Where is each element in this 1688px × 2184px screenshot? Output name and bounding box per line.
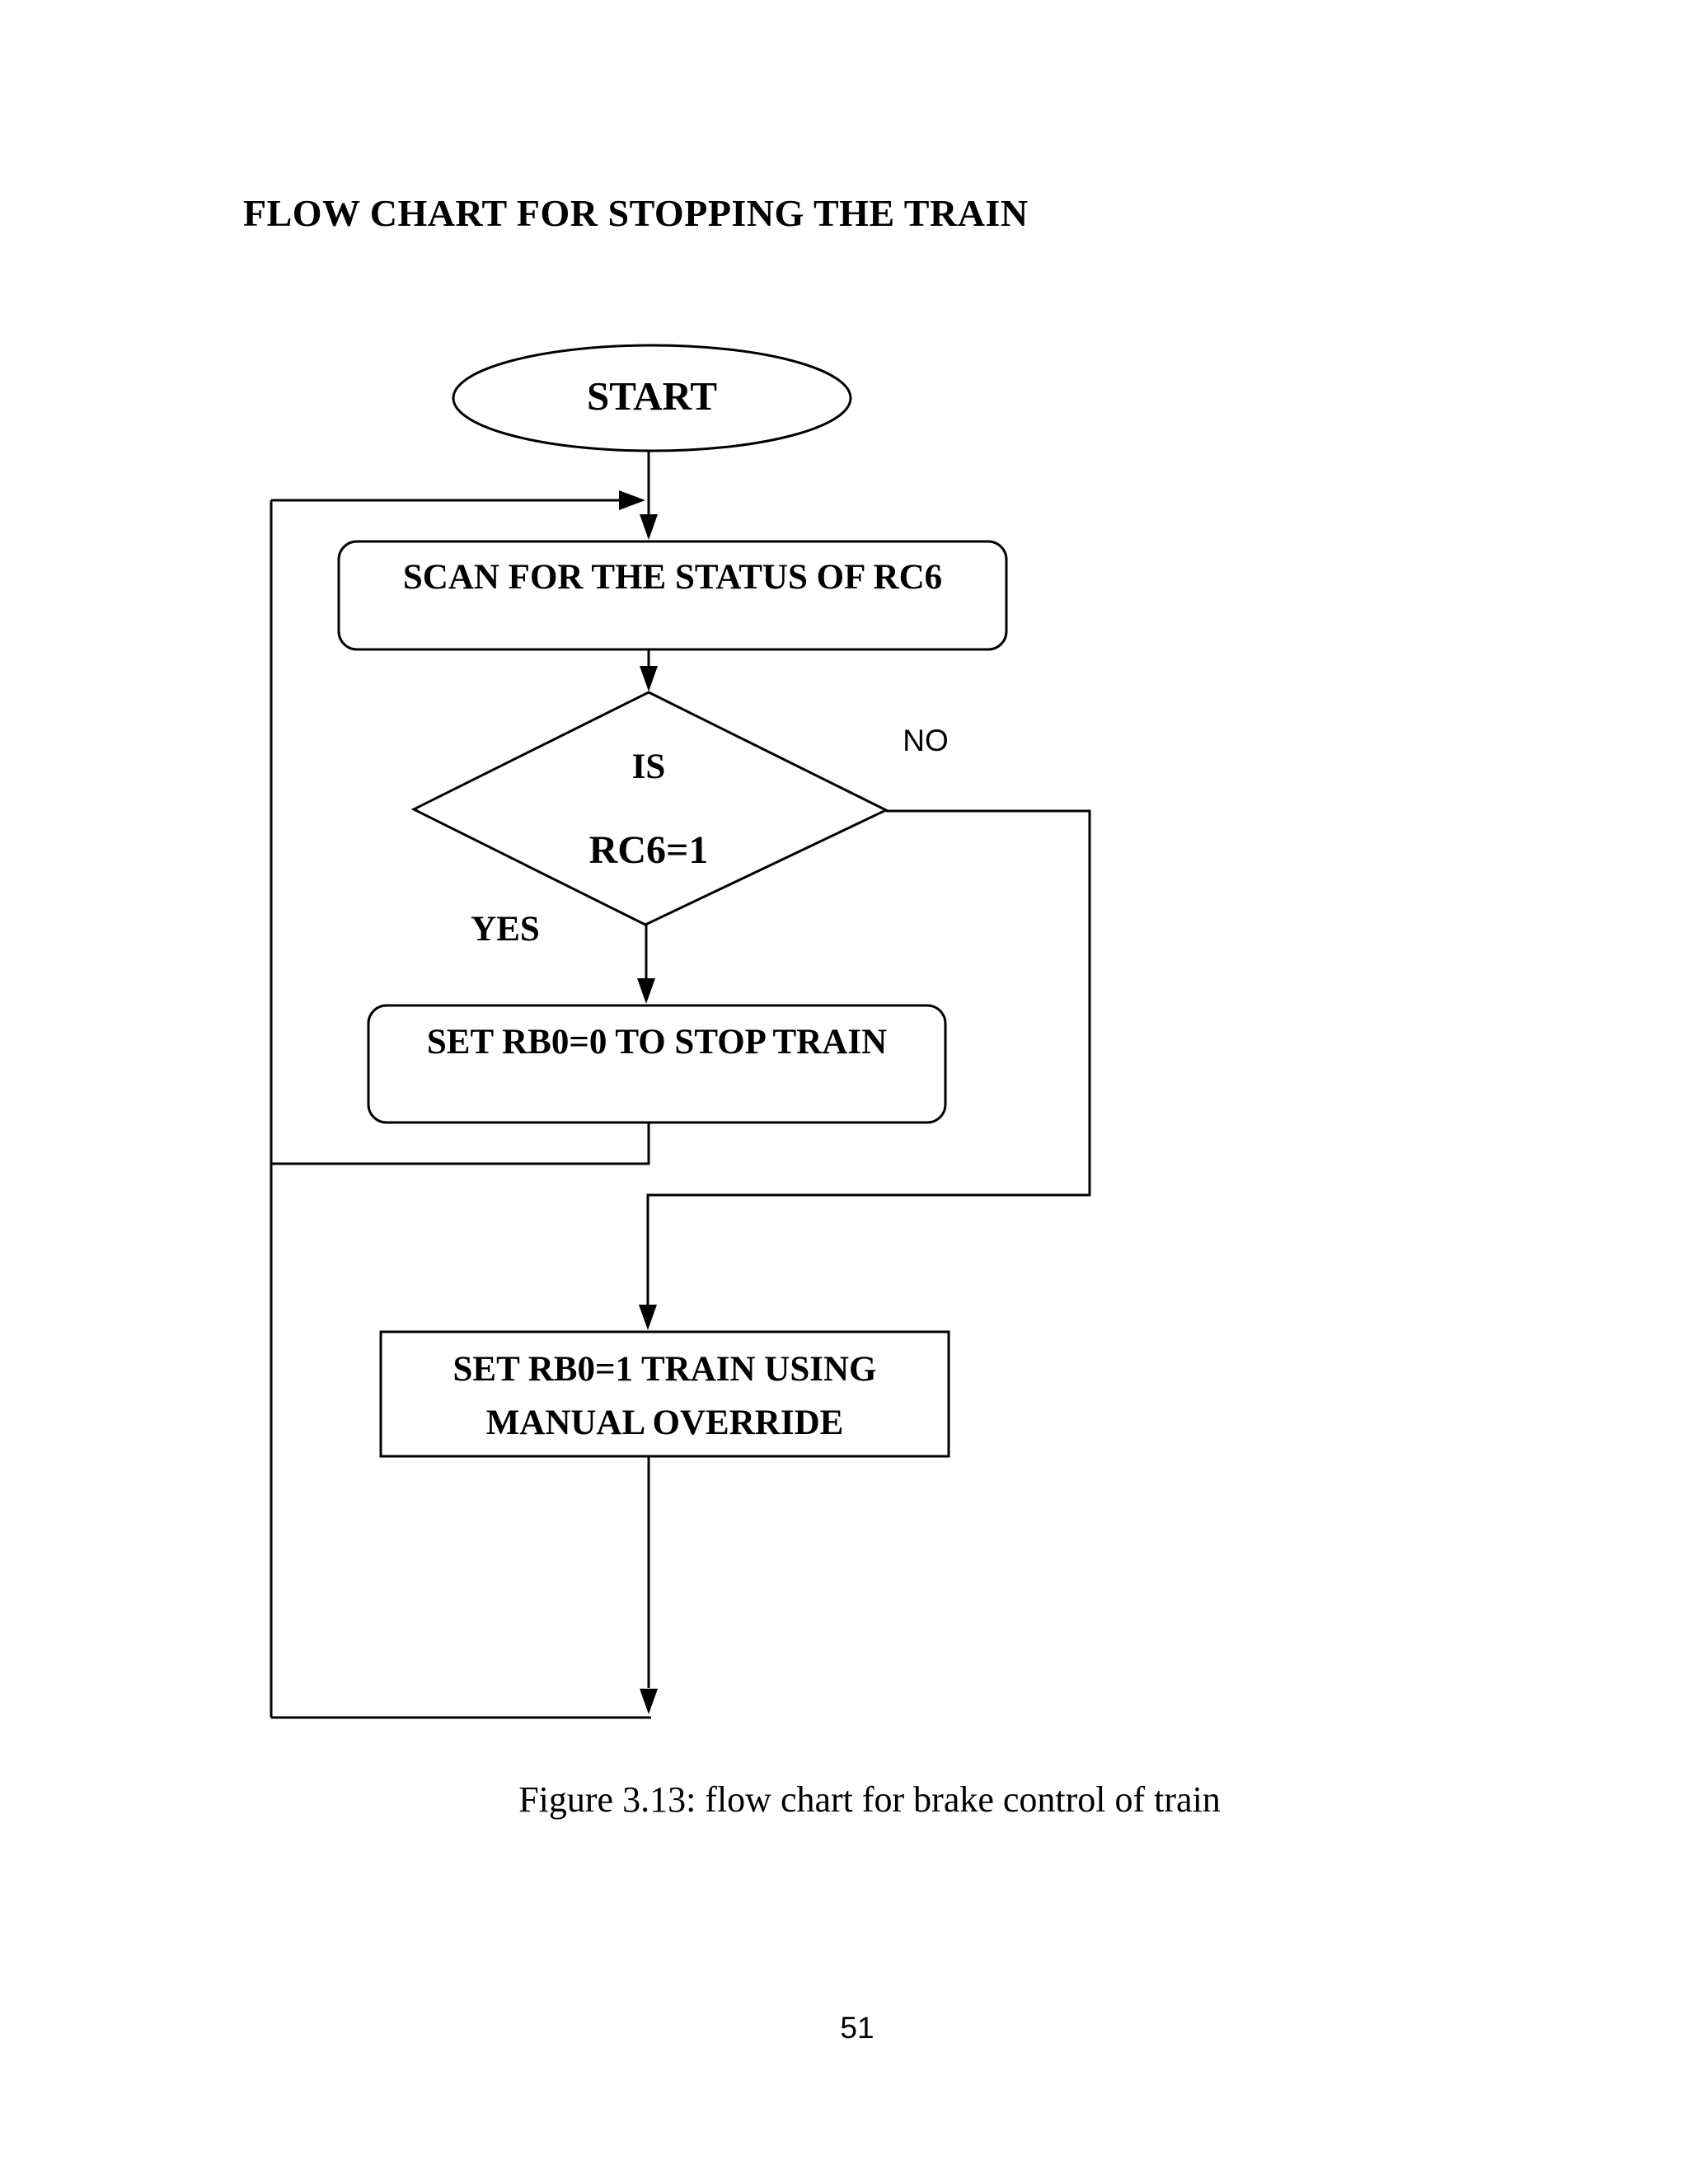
scan-arrowhead	[640, 514, 658, 540]
page-number: 51	[840, 2011, 874, 2045]
override-label-line2: MANUAL OVERRIDE	[485, 1403, 844, 1442]
decision-arrowhead	[640, 666, 658, 691]
loopback-arrowhead	[619, 490, 645, 510]
scan-node-label: SCAN FOR THE STATUS OF RC6	[402, 558, 943, 597]
page-title: FLOW CHART FOR STOPPING THE TRAIN	[243, 192, 1029, 234]
stop-loopback-line	[271, 1122, 649, 1164]
start-ellipse	[453, 345, 851, 451]
stop-box	[368, 1005, 945, 1122]
override-label-line1: SET RB0=1 TRAIN USING	[452, 1350, 877, 1389]
stop-node-label: SET RB0=0 TO STOP TRAIN	[426, 1023, 888, 1062]
yes-branch-label: YES	[471, 910, 540, 944]
decision-label-line2: RC6=1	[588, 828, 709, 872]
bottom-arrowhead	[640, 1689, 658, 1714]
scan-box	[339, 541, 1006, 649]
figure-caption: Figure 3.13: flow chart for brake contro…	[518, 1779, 1221, 1820]
override-box	[381, 1332, 949, 1456]
override-node-label: SET RB0=1 TRAIN USING MANUAL OVERRIDE	[381, 1343, 949, 1450]
start-node-label: START	[586, 373, 718, 419]
override-arrowhead	[639, 1305, 657, 1330]
decision-diamond	[414, 692, 886, 925]
no-branch-label: NO	[903, 724, 949, 757]
no-branch-line	[648, 811, 1090, 1317]
decision-label-line1: IS	[631, 748, 666, 786]
stop-arrowhead	[637, 978, 655, 1004]
